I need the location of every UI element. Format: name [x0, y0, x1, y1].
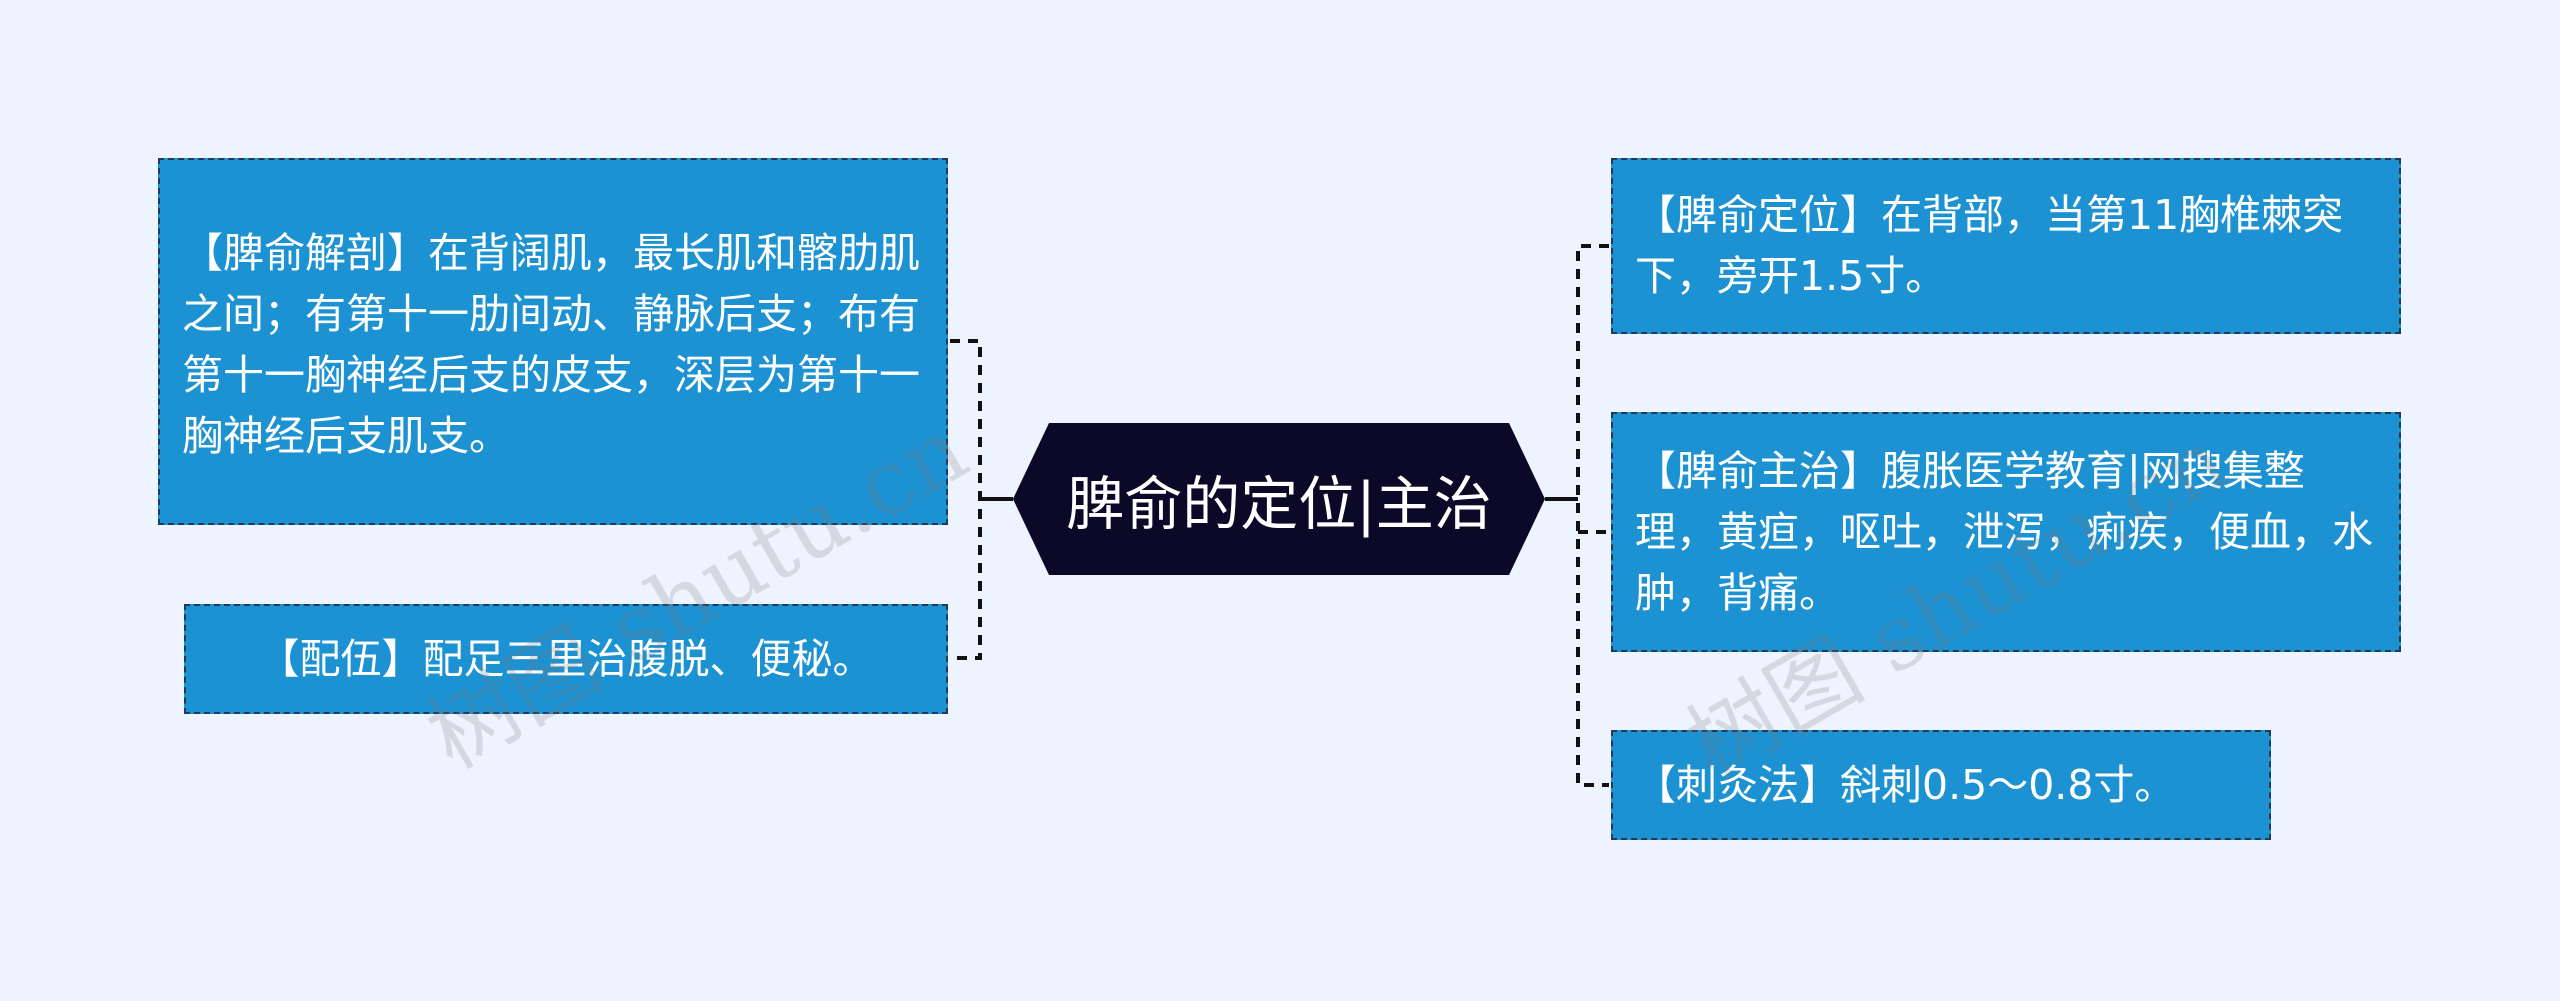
needling-text: 【刺灸法】斜刺0.5～0.8寸。 [1635, 760, 2176, 809]
central-topic-node: 脾俞的定位|主治 [1013, 423, 1545, 575]
indication-text: 【脾俞主治】腹胀医学教育|网搜集整理，黄疸，呕吐，泄泻，痢疾，便血，水肿，背痛。 [1635, 446, 2373, 617]
anatomy-text: 【脾俞解剖】在背阔肌，最长肌和髂肋肌之间；有第十一肋间动、静脉后支；布有第十一胸… [182, 228, 920, 460]
needling-node: 【刺灸法】斜刺0.5～0.8寸。 [1611, 730, 2271, 840]
connector-left-bracket [950, 339, 982, 660]
location-text: 【脾俞定位】在背部，当第11胸椎棘突下，旁开1.5寸。 [1635, 191, 2344, 300]
pairing-node: 【配伍】配足三里治腹脱、便秘。 [184, 604, 948, 714]
location-node: 【脾俞定位】在背部，当第11胸椎棘突下，旁开1.5寸。 [1611, 158, 2401, 334]
central-topic-shape [1013, 423, 1545, 575]
central-topic-title: 脾俞的定位|主治 [1066, 470, 1492, 538]
indication-node: 【脾俞主治】腹胀医学教育|网搜集整理，黄疸，呕吐，泄泻，痢疾，便血，水肿，背痛。 [1611, 412, 2401, 652]
pairing-text: 【配伍】配足三里治腹脱、便秘。 [258, 634, 874, 683]
connector-right-bracket [1576, 244, 1609, 787]
anatomy-node: 【脾俞解剖】在背阔肌，最长肌和髂肋肌之间；有第十一肋间动、静脉后支；布有第十一胸… [158, 158, 948, 525]
